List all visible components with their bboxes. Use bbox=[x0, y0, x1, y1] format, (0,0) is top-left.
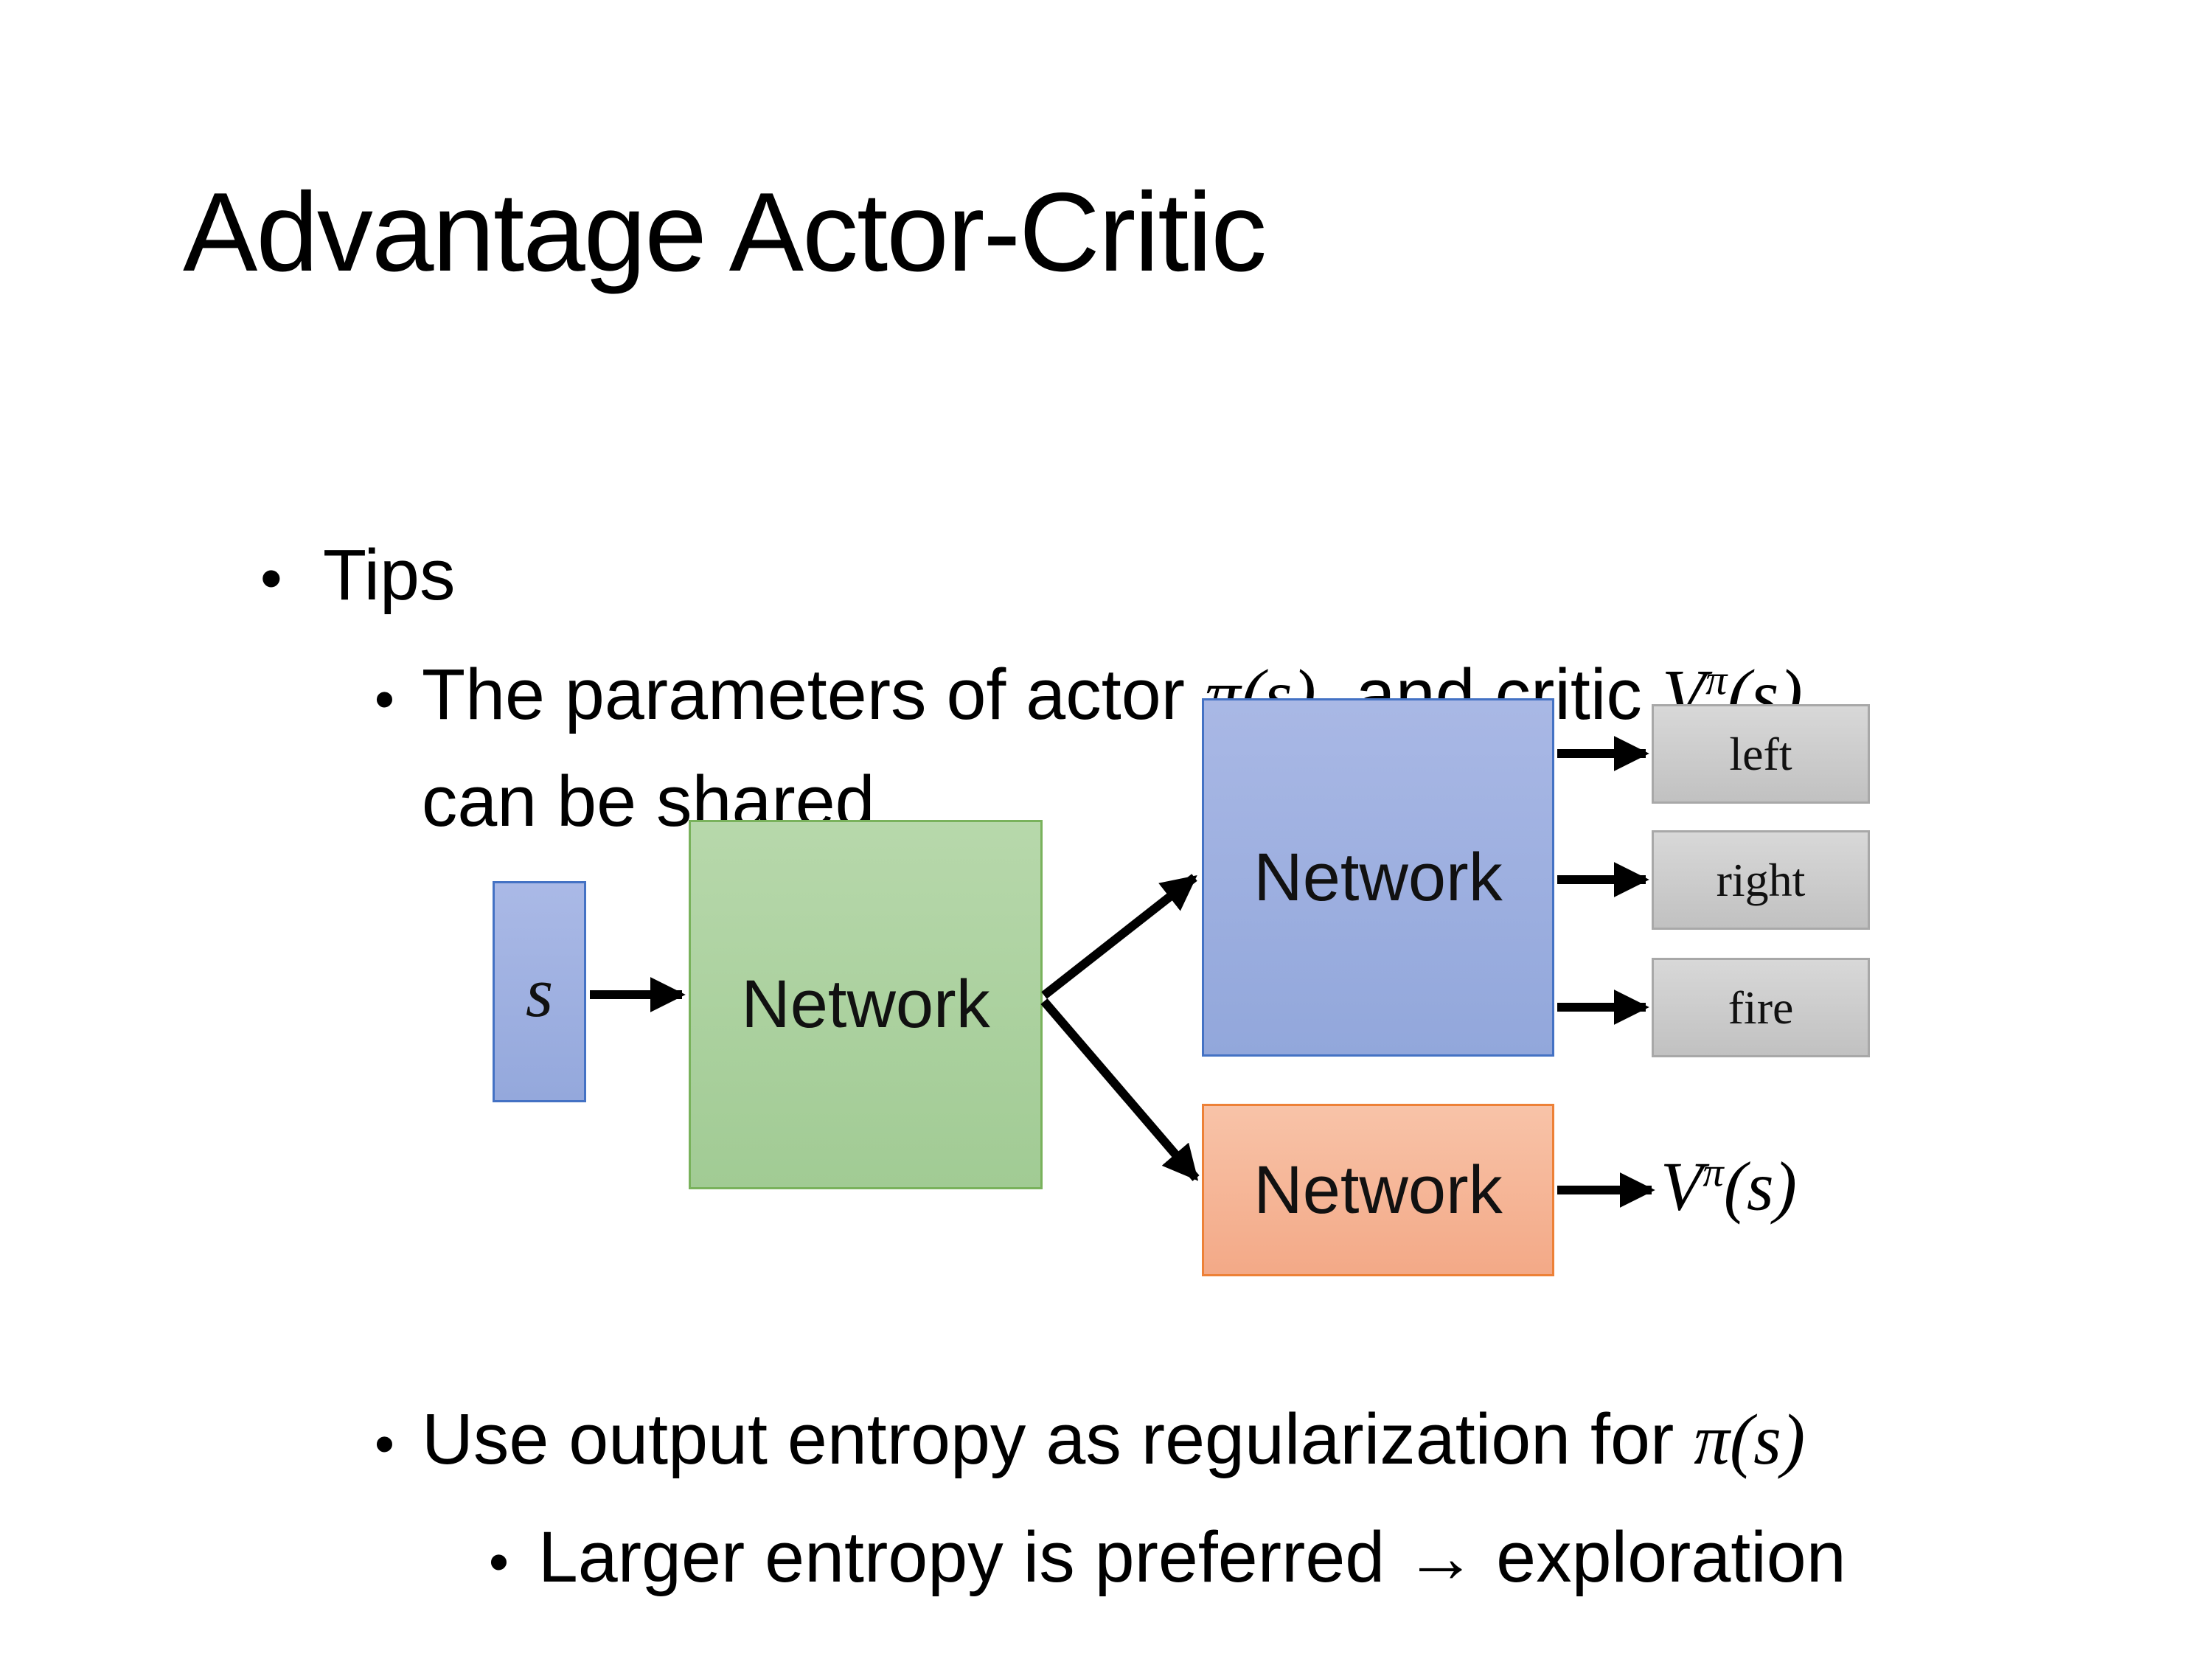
shared-text-pre: The parameters of actor bbox=[421, 654, 1205, 735]
arrow-shared-to-critic bbox=[1040, 998, 1200, 1181]
action-left-box: left bbox=[1652, 704, 1870, 804]
action-left-label: left bbox=[1729, 727, 1792, 780]
actor-network-label: Network bbox=[1253, 839, 1503, 915]
critic-network-label: Network bbox=[1253, 1152, 1503, 1228]
actor-network-box: Network bbox=[1202, 698, 1554, 1057]
value-base: V bbox=[1660, 1148, 1703, 1225]
critic-v-sup: π bbox=[1705, 655, 1728, 704]
entropy-text-pre: Use output entropy as regularization for bbox=[421, 1399, 1694, 1480]
critic-network-box: Network bbox=[1202, 1104, 1554, 1276]
shared-network-label: Network bbox=[741, 967, 990, 1042]
exploration-text: Larger entropy is preferred → exploratio… bbox=[538, 1517, 1846, 1598]
bullet-dot: • bbox=[374, 1413, 394, 1477]
bullet-exploration: • Larger entropy is preferred → explorati… bbox=[409, 1423, 1846, 1659]
slide-title: Advantage Actor-Critic bbox=[183, 170, 1267, 295]
bullet-dot: • bbox=[374, 668, 394, 732]
value-output-label: Vπ(s) bbox=[1660, 1147, 1797, 1227]
entropy-pi-math: π(s) bbox=[1694, 1400, 1806, 1480]
shared-network-box: Network bbox=[689, 820, 1043, 1189]
bullet-dot: • bbox=[488, 1531, 509, 1595]
bullet-dot: • bbox=[260, 543, 282, 614]
action-right-label: right bbox=[1716, 853, 1806, 906]
arrow-shared-to-actor bbox=[1041, 874, 1197, 999]
action-fire-box: fire bbox=[1652, 958, 1870, 1057]
value-sup: π bbox=[1703, 1150, 1724, 1196]
action-fire-label: fire bbox=[1728, 981, 1794, 1034]
action-right-box: right bbox=[1652, 830, 1870, 930]
state-input-label: s bbox=[525, 952, 554, 1032]
bullet-tips: • Tips bbox=[181, 441, 456, 709]
tips-text: Tips bbox=[322, 535, 456, 616]
bullet-entropy: • Use output entropy as regularization fo… bbox=[295, 1305, 1805, 1574]
state-input-box: s bbox=[493, 881, 586, 1102]
value-args: (s) bbox=[1723, 1148, 1797, 1225]
